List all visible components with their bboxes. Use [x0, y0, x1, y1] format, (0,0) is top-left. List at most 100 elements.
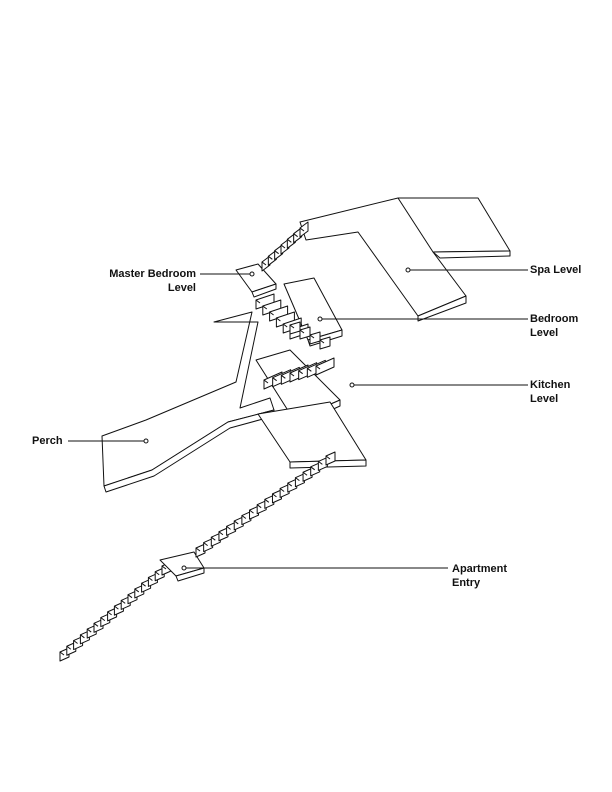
stair-nosing: [302, 471, 308, 476]
stair-tread: [218, 527, 229, 542]
label-bedroom-level: Bedroom Level: [530, 312, 578, 340]
stair-nosing: [233, 520, 239, 525]
stair-nosing: [59, 651, 65, 656]
kitchen-text-1: Kitchen: [530, 379, 571, 391]
stair-nosing: [276, 317, 281, 322]
stair-nosing: [195, 547, 201, 552]
stair-nosing: [293, 233, 298, 238]
stair-master-to-spa: [261, 221, 309, 272]
stair-tread: [287, 478, 298, 493]
stair-nosing: [307, 367, 312, 372]
stair-bedroom-landing: [289, 321, 331, 350]
stair-tread: [233, 516, 244, 531]
stair-nosing: [127, 594, 133, 599]
stair-tread: [279, 483, 290, 498]
stair-nosing: [218, 531, 224, 536]
stair-nosing: [268, 255, 273, 260]
stair-nosing: [269, 311, 274, 316]
stair-nosing: [93, 622, 99, 627]
stair-nosing: [325, 455, 331, 460]
stair-nosing: [295, 477, 300, 482]
stair-tread: [299, 221, 309, 238]
leader-lines: [68, 267, 528, 571]
label-master-bedroom-level: Master Bedroom Level: [88, 267, 196, 295]
stair-nosing: [281, 374, 286, 379]
stair-tread: [294, 473, 305, 488]
stair-tread: [310, 462, 321, 477]
stair-nosing: [282, 323, 288, 328]
stair-nosing: [100, 617, 106, 621]
stair-entry-upper: [195, 451, 336, 558]
stair-tread: [302, 467, 313, 482]
stair-nosing: [299, 227, 305, 232]
stair-nosing: [134, 588, 140, 593]
stair-nosing: [298, 370, 303, 375]
bedroom-text-1: Bedroom: [530, 313, 579, 325]
stair-kitchen-to-bedroom: [263, 357, 335, 390]
stair-tread: [226, 521, 237, 536]
stair-nosing: [226, 525, 231, 530]
lower-landing: [257, 401, 367, 469]
stair-nosing: [287, 482, 293, 487]
stair-nosing: [148, 577, 153, 581]
stair-nosing: [299, 329, 305, 334]
stair-nosing: [120, 600, 126, 604]
stair-nosing: [261, 261, 267, 266]
stair-nosing: [272, 493, 277, 498]
stair-nosing: [107, 611, 112, 616]
stair-nosing: [86, 628, 92, 633]
master-bedroom-platform: [235, 263, 277, 298]
stair-nosing: [262, 305, 268, 310]
stair-tread: [264, 494, 275, 509]
stair-nosing: [279, 488, 285, 492]
stair-nosing: [249, 509, 254, 514]
stair-nosing: [289, 324, 295, 329]
stair-nosing: [319, 339, 325, 344]
apartment-text-2: Entry: [452, 577, 481, 589]
stair-tread: [195, 543, 206, 558]
stair-tread: [317, 456, 328, 471]
apartment-text-1: Apartment: [452, 563, 508, 575]
label-spa-level: Spa Level: [530, 263, 581, 277]
stair-nosing: [161, 565, 167, 570]
stair-nosing: [66, 645, 72, 650]
stair-nosing: [241, 515, 247, 519]
stair-nosing: [80, 634, 85, 639]
stair-nosing: [73, 640, 78, 644]
stair-tread: [256, 500, 267, 515]
stair-entry-lower: [59, 561, 172, 662]
spa-level-text: Spa Level: [530, 264, 582, 276]
stair-nosing: [310, 466, 316, 471]
perch-platform: [101, 311, 275, 493]
stair-tread: [210, 532, 221, 547]
bedroom-text-2: Level: [530, 327, 559, 339]
stair-tread: [271, 489, 282, 504]
spa-level-platform: [299, 197, 511, 322]
stair-nosing: [315, 365, 321, 370]
stair-nosing: [274, 250, 279, 255]
master-bedroom-text-2: Level: [167, 282, 196, 294]
label-kitchen-level: Kitchen Level: [530, 378, 570, 406]
stair-nosing: [203, 542, 208, 546]
stair-tread: [315, 357, 335, 376]
stair-tread: [325, 451, 336, 466]
label-apartment-entry: Apartment Entry: [452, 562, 507, 590]
stair-nosing: [114, 605, 119, 610]
stair-tread: [319, 336, 331, 350]
apartment-entry-landing: [159, 551, 205, 582]
stair-nosing: [287, 238, 292, 243]
stair-nosing: [154, 571, 160, 576]
perch-text: Perch: [32, 435, 63, 447]
stair-nosing: [318, 461, 323, 465]
kitchen-text-2: Level: [530, 393, 559, 405]
stair-nosing: [280, 244, 286, 249]
stair-nosing: [255, 299, 261, 304]
stair-nosing: [309, 334, 315, 339]
stair-nosing: [263, 379, 269, 384]
stair-nosing: [272, 377, 277, 382]
master-bedroom-text-1: Master Bedroom: [109, 268, 196, 280]
stair-nosing: [264, 498, 270, 503]
stair-tread: [249, 505, 260, 520]
